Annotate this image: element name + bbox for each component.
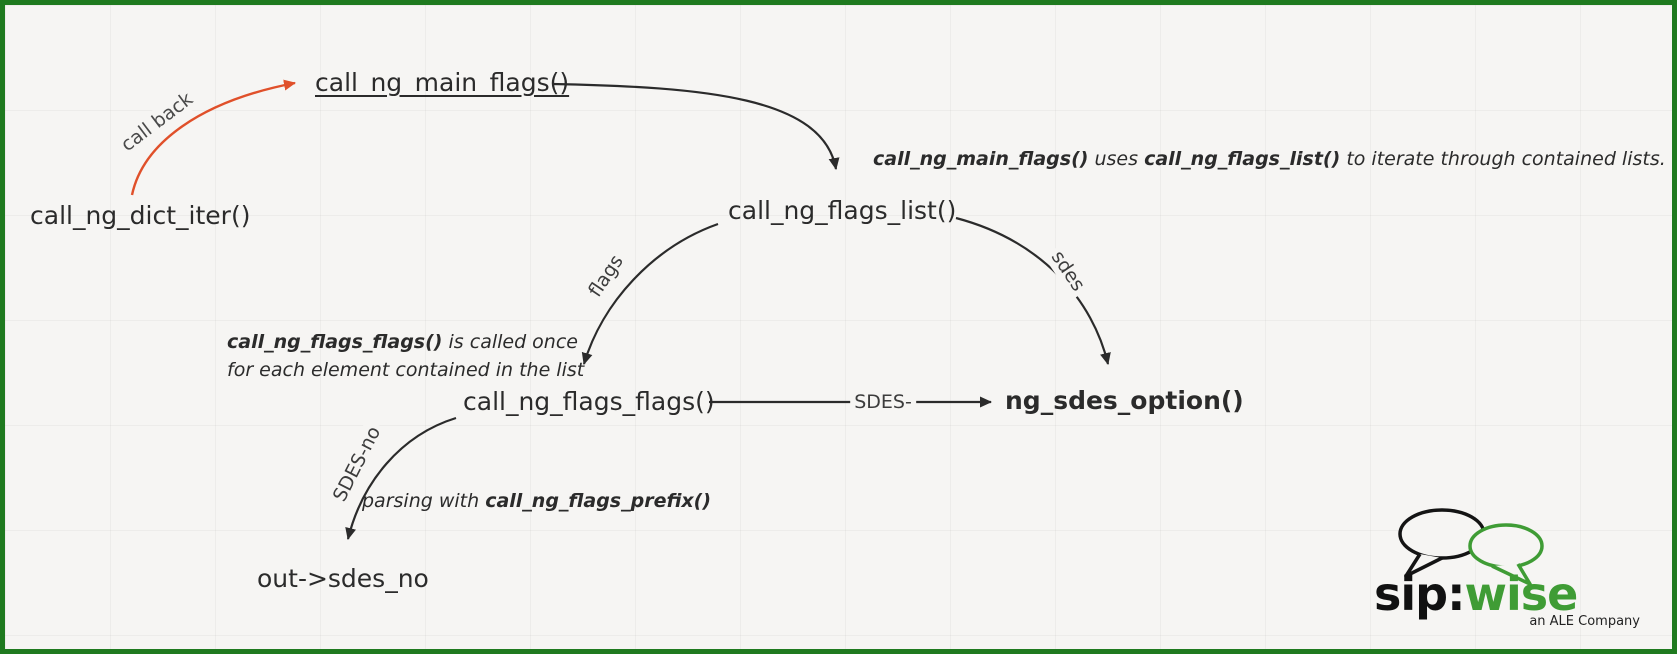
node-call-ng-main-flags: call_ng_main_flags() bbox=[315, 68, 570, 97]
edge-mainflags-to-flagslist bbox=[551, 82, 840, 170]
annotation-flags-flags: call_ng_flags_flags() is called once for… bbox=[227, 328, 584, 384]
annotation-prefix-text: parsing with bbox=[362, 490, 486, 512]
node-call-ng-flags-list: call_ng_flags_list() bbox=[728, 196, 957, 225]
edge-label-flags: flags bbox=[581, 247, 631, 305]
edge-label-sdes-dash: SDES- bbox=[850, 390, 916, 414]
logo-wordmark: sip:wise bbox=[1374, 571, 1644, 617]
logo-tagline: an ALE Company bbox=[1529, 614, 1640, 629]
node-call-ng-flags-flags: call_ng_flags_flags() bbox=[463, 387, 715, 416]
annotation-flags-flags-line1: call_ng_flags_flags() is called once bbox=[227, 328, 584, 356]
logo-sip-text: sip: bbox=[1374, 567, 1465, 621]
node-out-sdes-no: out->sdes_no bbox=[257, 564, 429, 593]
speech-bubbles-icon bbox=[1398, 508, 1544, 586]
edge-label-call-back: call back bbox=[113, 84, 201, 160]
node-call-ng-dict-iter: call_ng_dict_iter() bbox=[30, 201, 251, 230]
node-ng-sdes-option: ng_sdes_option() bbox=[1005, 386, 1244, 415]
annotation-main-flags-text1: uses bbox=[1088, 148, 1145, 170]
edge-sdes bbox=[955, 216, 1111, 365]
annotation-main-flags-text2: to iterate through contained lists. bbox=[1340, 148, 1666, 170]
annotation-main-flags: call_ng_main_flags() uses call_ng_flags_… bbox=[873, 145, 1666, 173]
sipwise-logo: sip:wise an ALE Company bbox=[1374, 504, 1644, 629]
edge-label-sdes: sdes bbox=[1043, 242, 1093, 300]
logo-wise-text: wise bbox=[1464, 567, 1578, 621]
annotation-prefix-fn: call_ng_flags_prefix() bbox=[485, 490, 712, 512]
annotation-flags-flags-text1: is called once bbox=[442, 331, 578, 353]
annotation-main-flags-fn1: call_ng_main_flags() bbox=[873, 148, 1089, 170]
annotation-main-flags-fn2: call_ng_flags_list() bbox=[1144, 148, 1341, 170]
annotation-flags-flags-fn: call_ng_flags_flags() bbox=[227, 331, 443, 353]
annotation-prefix: parsing with call_ng_flags_prefix() bbox=[362, 487, 711, 515]
edge-call-back bbox=[130, 79, 296, 196]
annotation-flags-flags-line2: for each element contained in the list bbox=[227, 359, 585, 381]
